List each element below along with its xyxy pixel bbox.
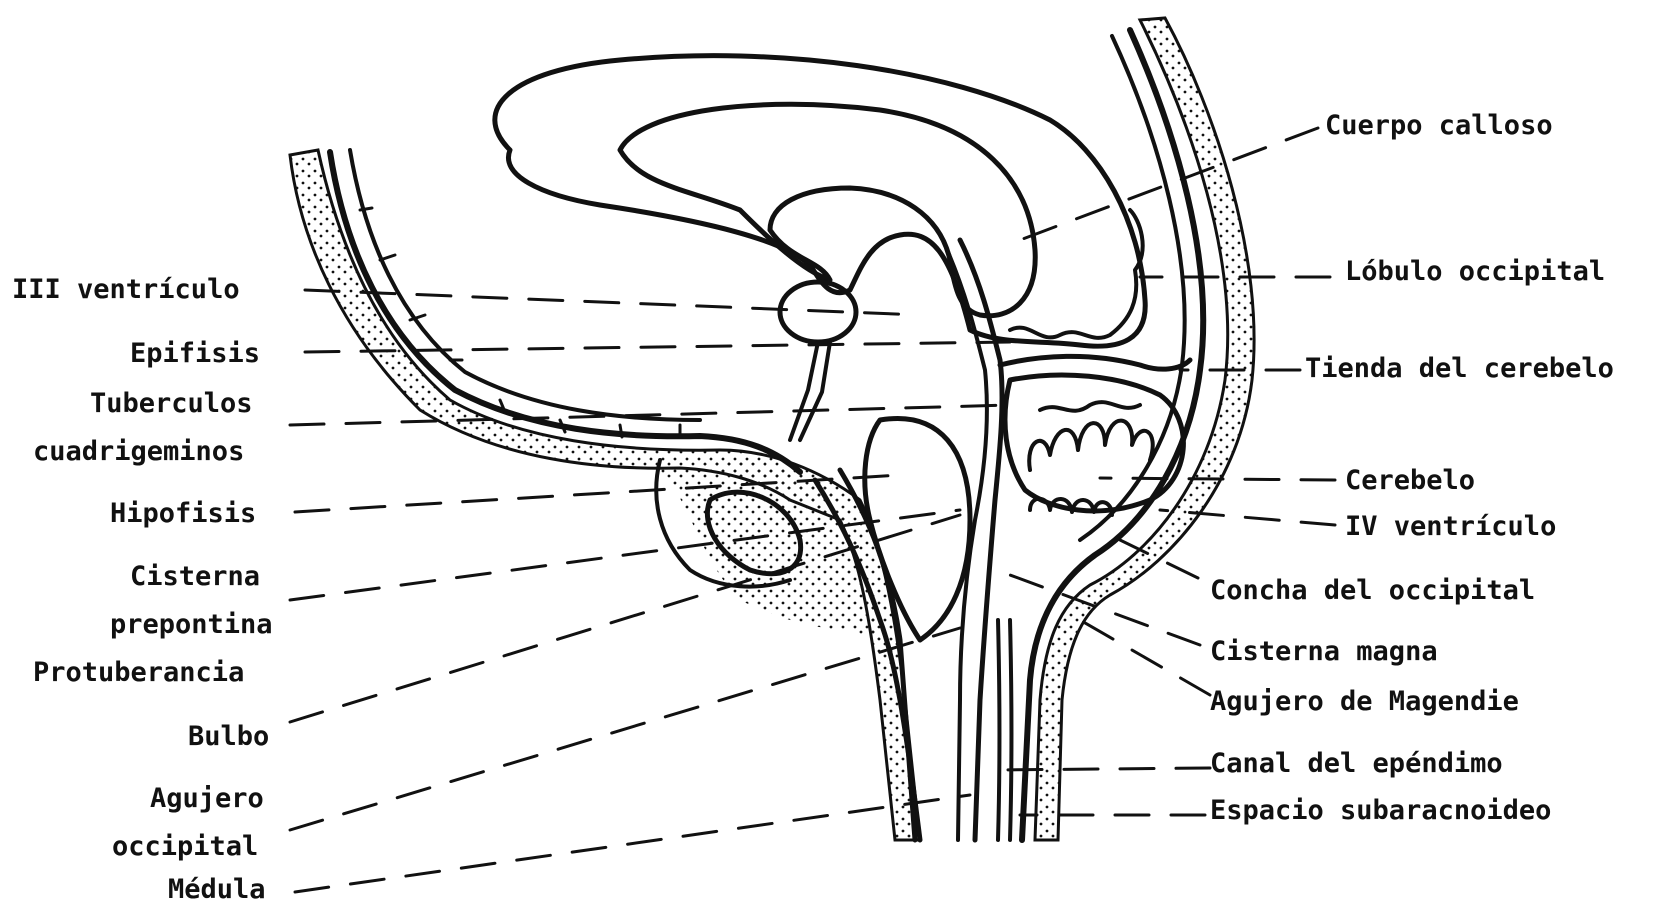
label-protuberancia: Protuberancia	[33, 659, 244, 686]
label-cuerpo-calloso: Cuerpo calloso	[1325, 112, 1553, 139]
label-canal-ependimo: Canal del epéndimo	[1210, 750, 1503, 777]
label-tienda-cerebelo: Tienda del cerebelo	[1305, 355, 1614, 382]
leader-tuberculos	[290, 405, 1010, 425]
label-cuadrigeminos: cuadrigeminos	[33, 438, 244, 465]
leader-cuerpo-calloso	[1020, 128, 1318, 240]
label-iv-ventriculo: IV ventrículo	[1345, 513, 1556, 540]
label-hipofisis: Hipofisis	[110, 500, 256, 527]
label-cerebelo: Cerebelo	[1345, 467, 1475, 494]
label-cisterna-magna: Cisterna magna	[1210, 638, 1438, 665]
label-occipital: occipital	[112, 833, 258, 860]
label-concha-occipital: Concha del occipital	[1210, 577, 1535, 604]
leader-agujero-occipital	[290, 628, 960, 830]
spinal-canal	[998, 620, 1012, 840]
label-iii-ventriculo: III ventrículo	[12, 276, 240, 303]
leader-agujero-magendie	[1080, 620, 1210, 695]
label-agujero: Agujero	[150, 785, 264, 812]
brainstem-back	[960, 240, 1002, 840]
leader-cerebelo	[1100, 478, 1335, 480]
label-espacio-subaracnoideo: Espacio subaracnoideo	[1210, 797, 1551, 824]
leader-medula	[295, 795, 970, 892]
frontal-gyri-marks	[360, 208, 680, 437]
label-prepontina: prepontina	[110, 611, 273, 638]
label-cisterna: Cisterna	[130, 563, 260, 590]
label-epifisis: Epifisis	[130, 340, 260, 367]
dura-occipital-inner	[1080, 36, 1185, 540]
leader-canal-ependimo	[990, 768, 1210, 770]
tentorium	[1000, 356, 1190, 369]
label-agujero-magendie: Agujero de Magendie	[1210, 688, 1519, 715]
label-tuberculos: Tuberculos	[90, 390, 253, 417]
label-medula: Médula	[168, 876, 266, 903]
cerebellum-folia	[1029, 402, 1153, 470]
label-bulbo: Bulbo	[188, 723, 269, 750]
pineal-stalk	[790, 342, 830, 440]
label-lobulo-occipital: Lóbulo occipital	[1345, 258, 1605, 285]
